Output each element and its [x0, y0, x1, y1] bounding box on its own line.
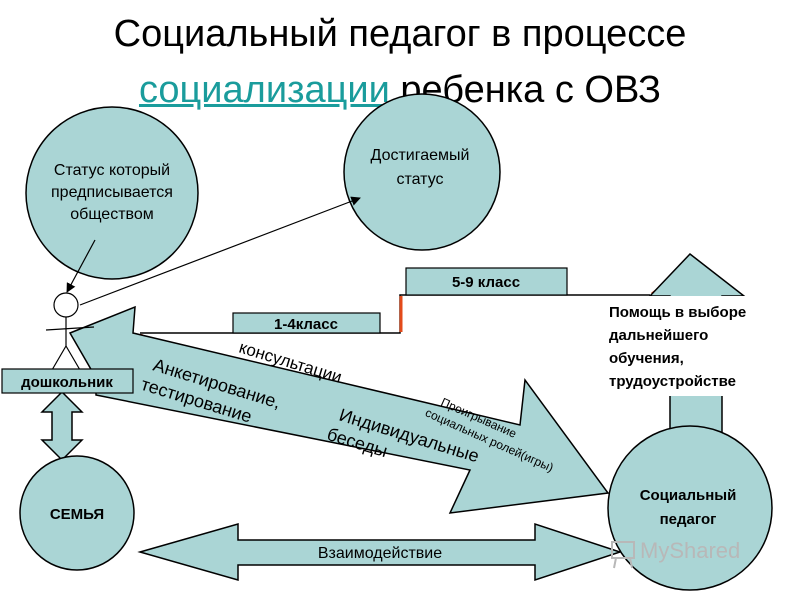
circle-family: СЕМЬЯ — [19, 455, 135, 571]
circle-status-prescribed: Статус который предписывается обществом — [25, 106, 199, 280]
staircase-line — [140, 294, 650, 334]
circle-status-achieved: Достигаемый статус — [343, 93, 501, 251]
social-pedagog-line-2: педагог — [660, 511, 717, 528]
grade-5-9-box: 5-9 класс — [405, 267, 568, 296]
double-arrow-vertical — [40, 390, 84, 462]
arrow-to-person — [66, 239, 96, 293]
help-line-4: трудоустройстве — [609, 373, 736, 390]
title-line-2: социализации ребенка с ОВЗ — [0, 62, 800, 118]
child-figure-icon — [45, 292, 95, 371]
preschooler-label: дошкольник — [21, 374, 113, 391]
arrow-to-achieved — [79, 196, 361, 306]
watermark-cart-icon — [611, 541, 635, 569]
social-pedagog-line-1: Социальный — [640, 487, 737, 504]
family-label: СЕМЬЯ — [50, 506, 104, 523]
status-achieved-line-2: статус — [396, 171, 443, 188]
slide-title: Социальный педагог в процессе социализац… — [0, 6, 800, 118]
grade-5-9-label: 5-9 класс — [452, 274, 520, 291]
grade-1-4-label: 1-4класс — [274, 316, 338, 333]
preschooler-box: дошкольник — [1, 368, 134, 394]
help-line-2: дальнейшего — [609, 327, 708, 344]
help-line-1: Помощь в выборе — [609, 304, 746, 321]
grade-1-4-box: 1-4класс — [232, 312, 381, 334]
help-text: Помощь в выборе дальнейшего обучения, тр… — [606, 296, 796, 396]
double-arrow-diagonal — [68, 305, 610, 514]
interaction-label: Взаимодействие — [318, 545, 442, 562]
status-prescribed-line-3: обществом — [70, 206, 154, 223]
watermark-text: MyShared — [640, 538, 741, 563]
circle-social-pedagog: Социальный педагог — [607, 425, 773, 591]
status-achieved-line-1: Достигаемый — [371, 147, 470, 164]
status-prescribed-line-2: предписывается — [51, 184, 173, 201]
status-prescribed-line-1: Статус который — [54, 162, 170, 179]
help-line-3: обучения, — [609, 350, 684, 367]
title-link[interactable]: социализации — [138, 69, 390, 111]
title-line-1: Социальный педагог в процессе — [113, 13, 687, 55]
